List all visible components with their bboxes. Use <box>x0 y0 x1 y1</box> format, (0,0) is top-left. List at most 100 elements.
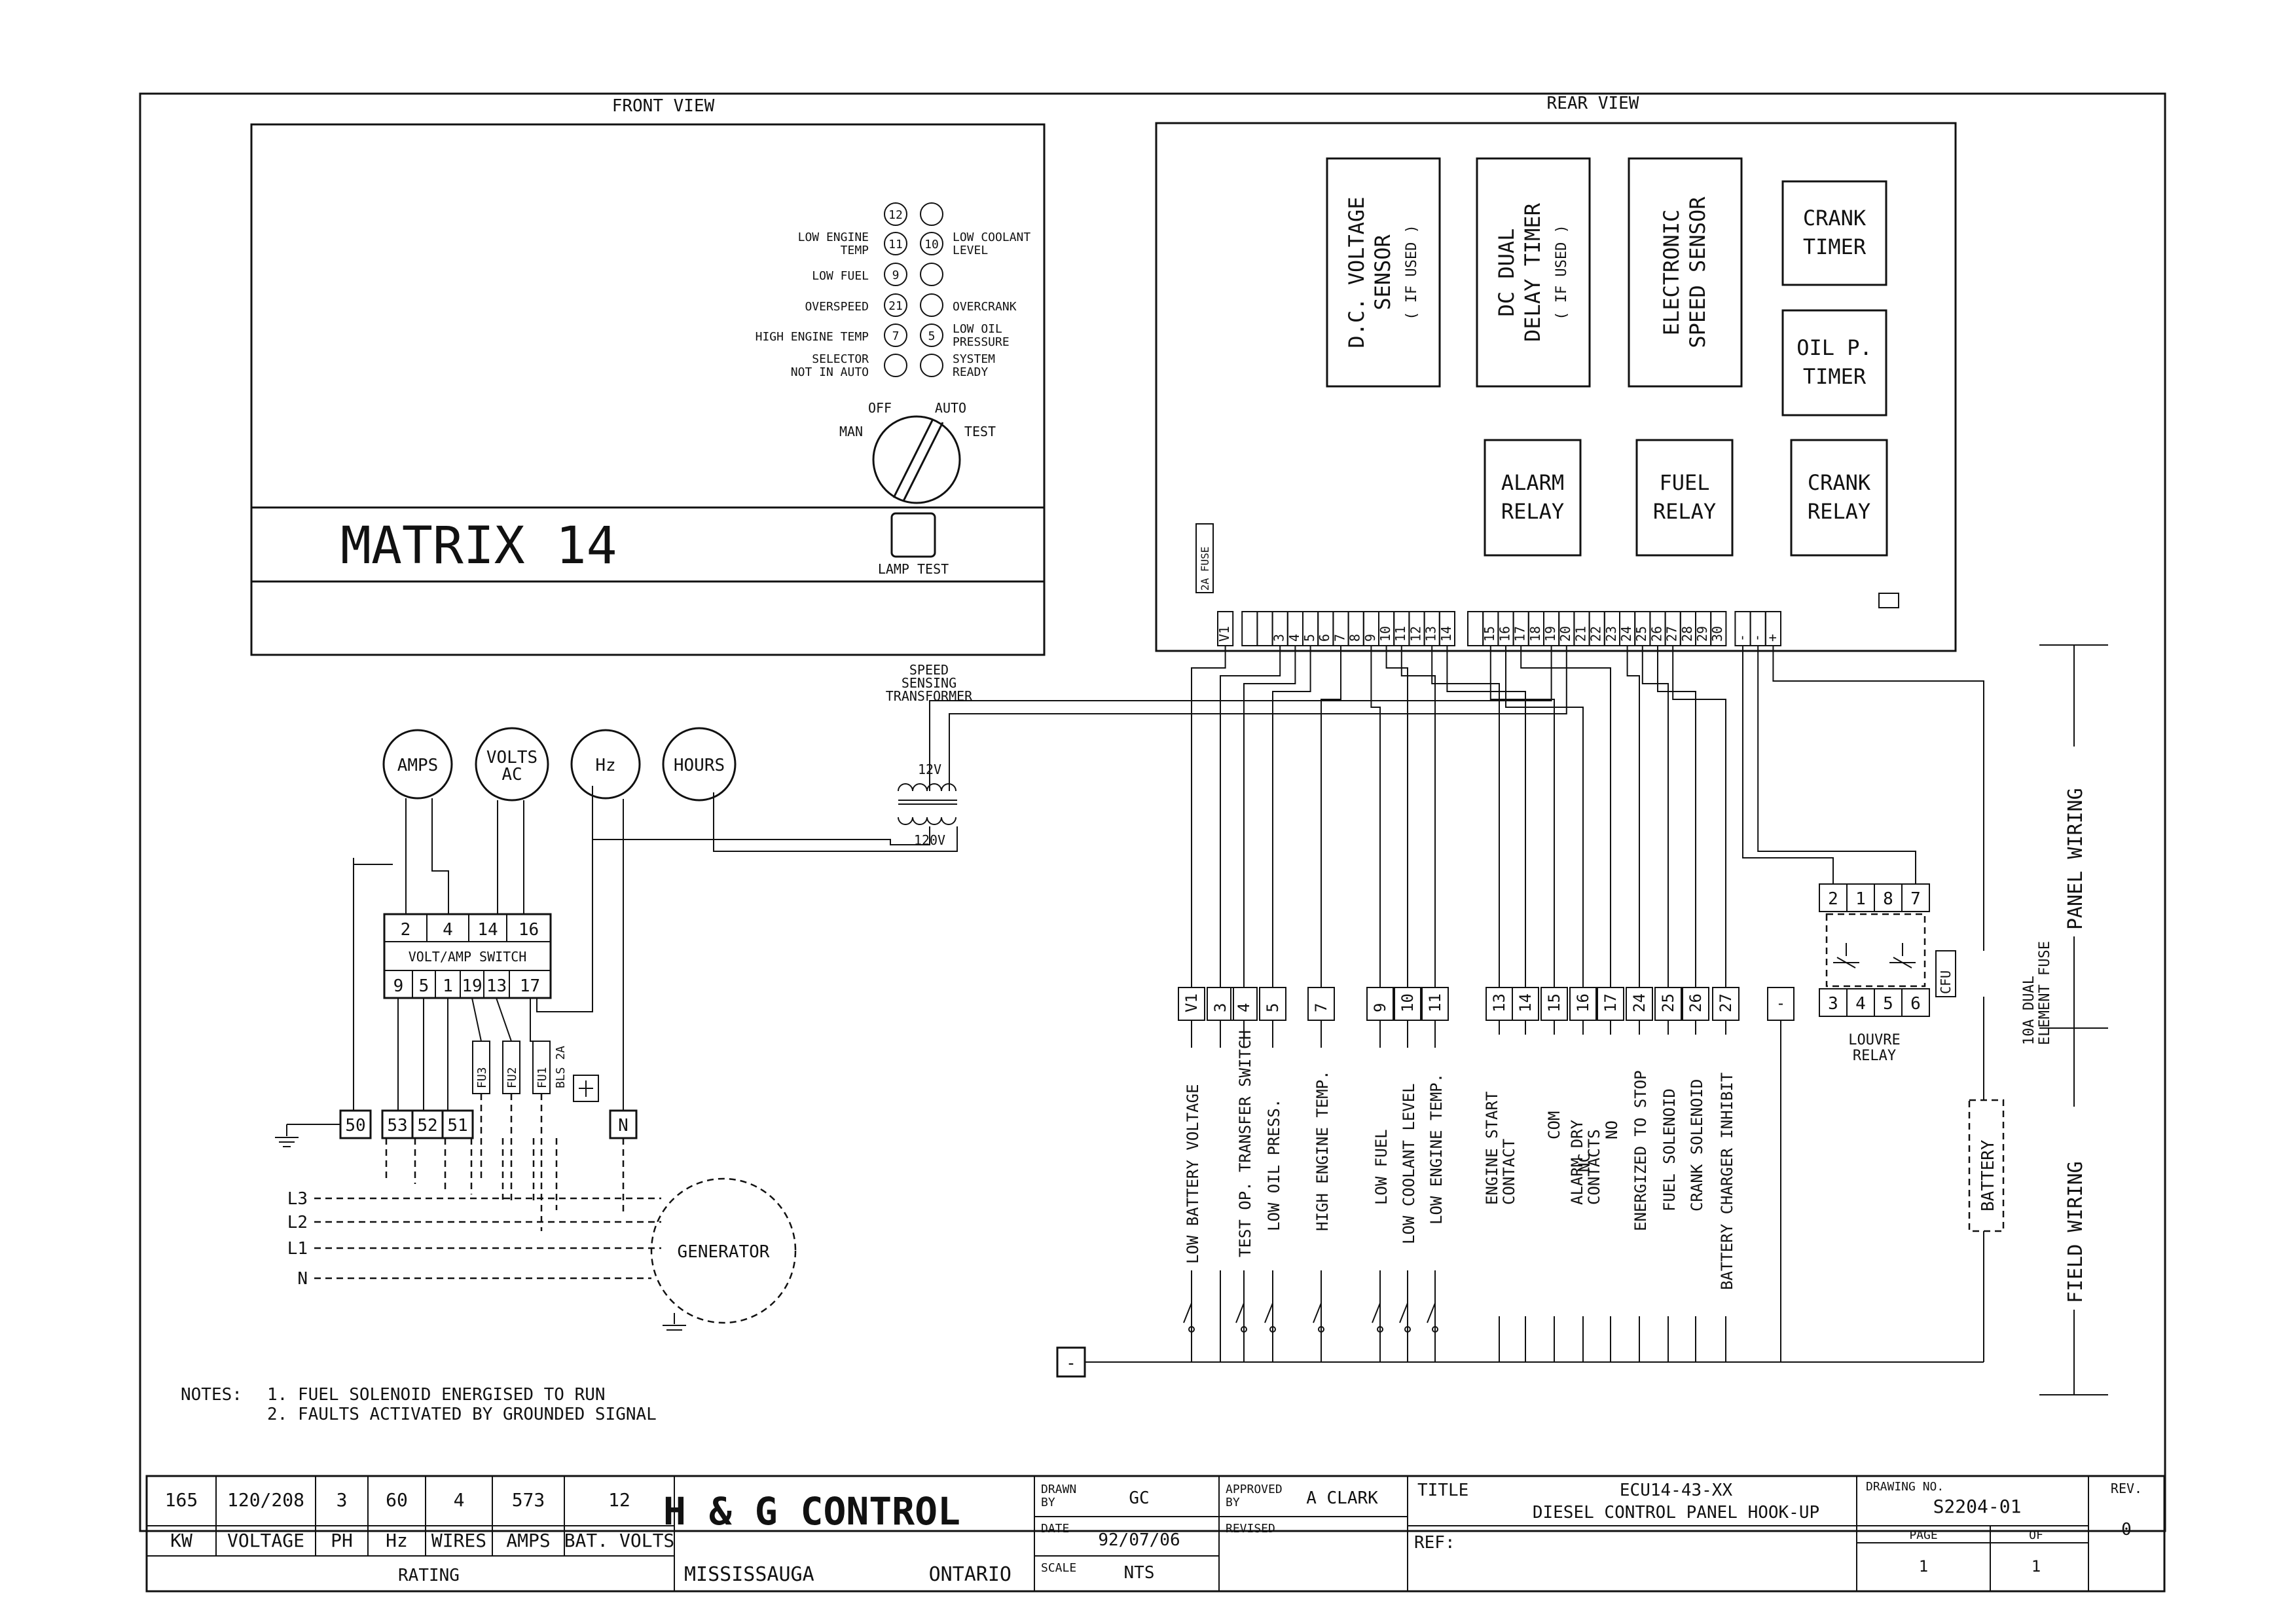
generator-terminal <box>411 1109 444 1139</box>
indicator-lamp <box>884 263 907 286</box>
phase-label: L1 <box>287 1239 308 1259</box>
terminal-number: 9 <box>1362 634 1378 642</box>
drawing-no: S2204-01 <box>1933 1496 2022 1517</box>
module-label: CRANK <box>1808 470 1871 495</box>
louvre-terminal-number: 6 <box>1910 994 1921 1014</box>
meter-label: AMPS <box>397 756 439 775</box>
indicator-label: OVERSPEED <box>805 300 869 314</box>
field-label: COM <box>1545 1111 1563 1139</box>
rating-value: 12 <box>608 1489 630 1511</box>
phase-label: L2 <box>287 1213 308 1232</box>
terminal <box>1256 611 1273 646</box>
indicator-label: READY <box>953 365 988 379</box>
mode-selector-switch[interactable] <box>872 415 961 504</box>
terminal-number: 5 <box>1302 634 1317 642</box>
wiring-zone-markers: PANEL WIRING FIELD WIRING <box>2039 644 2108 1395</box>
rating-unit: PH <box>331 1530 353 1551</box>
ground-minus-label: - <box>1066 1354 1076 1373</box>
terminal-number: 30 <box>1709 626 1725 642</box>
field-label: TEST OP. TRANSFER SWITCH <box>1236 1030 1254 1257</box>
terminal-number: 3 <box>1271 634 1287 642</box>
field-terminal-number: 14 <box>1516 993 1535 1012</box>
ground-minus-terminal <box>1056 1346 1086 1378</box>
indicator-lamp <box>884 354 907 377</box>
module-label: DC DUAL <box>1494 229 1519 317</box>
switch-terminal: 13 <box>486 976 507 996</box>
module-label: SENSOR <box>1370 234 1395 310</box>
indicator-lamp <box>920 323 943 347</box>
selector-man: MAN <box>839 424 863 439</box>
indicator-lamp <box>884 202 907 226</box>
louvre-terminal-number: 1 <box>1855 889 1866 909</box>
ref-label: REF: <box>1414 1533 1455 1553</box>
indicator-label: TEMP <box>841 244 869 257</box>
terminal-number: 12 <box>1408 626 1423 642</box>
terminal-number: 4 <box>1286 634 1302 642</box>
oil-p-timer: OIL P. TIMER <box>1781 309 1887 416</box>
field-terminal-number: 13 <box>1490 993 1508 1012</box>
module-label: TIMER <box>1803 364 1867 389</box>
lamp-test-button[interactable] <box>890 512 936 558</box>
indicator-lamp <box>920 202 943 226</box>
generator-label: GENERATOR <box>678 1242 770 1262</box>
field-terminal-number: V1 <box>1182 993 1201 1012</box>
page-number: 1 <box>1919 1557 1928 1576</box>
rev-label: REV. <box>2111 1481 2142 1496</box>
module-label: DELAY TIMER <box>1520 202 1545 342</box>
field-label: ALARM DRY <box>1568 1119 1586 1205</box>
terminal-number: 16 <box>1497 626 1512 642</box>
indicator-number: 12 <box>888 208 903 222</box>
rating-label: RATING <box>398 1566 460 1585</box>
transformer-label: SPEED <box>909 662 949 678</box>
generator: GENERATOR <box>650 1177 797 1324</box>
indicator-number: 5 <box>928 329 936 343</box>
fuse-label: FU1 <box>536 1067 549 1088</box>
terminal-number: 8 <box>1347 634 1363 642</box>
module-label: FUEL <box>1659 470 1709 495</box>
rating-unit: VOLTAGE <box>227 1530 304 1551</box>
title-block: 165KW120/208VOLTAGE3PH60Hz4WIRES573AMPS1… <box>145 1475 2166 1593</box>
wiring <box>353 646 1984 1363</box>
generator-terminal-number: 50 <box>345 1116 365 1135</box>
panel-wiring-label: PANEL WIRING <box>2064 788 2087 930</box>
field-label: CRANK SOLENOID <box>1688 1079 1706 1211</box>
field-terminal-number: 9 <box>1371 1003 1389 1012</box>
rating-value: 4 <box>454 1489 465 1511</box>
cfu-tag: CFU <box>1938 970 1954 994</box>
field-wiring-label: FIELD WIRING <box>2064 1161 2087 1303</box>
meter-label: AC <box>501 765 522 784</box>
rating-unit: AMPS <box>506 1530 550 1551</box>
switch-terminal: 14 <box>477 920 498 940</box>
indicator-number: 11 <box>888 238 903 251</box>
module-label: RELAY <box>1808 499 1870 524</box>
fuse-2a-label: 2A FUSE <box>1199 547 1211 591</box>
indicator-number: 7 <box>892 329 900 343</box>
louvre-terminal <box>1901 988 1930 1017</box>
terminal-number: 21 <box>1573 626 1588 642</box>
indicator-lamp <box>920 293 943 317</box>
field-terminal-number: 10 <box>1398 993 1417 1012</box>
note-2: 2. FAULTS ACTIVATED BY GROUNDED SIGNAL <box>267 1405 657 1424</box>
indicator-label: SYSTEM <box>953 352 995 366</box>
indicator-lamp <box>920 354 943 377</box>
terminal-number: 29 <box>1694 626 1710 642</box>
module-label: OIL P. <box>1796 335 1872 360</box>
terminal-number: 28 <box>1679 626 1695 642</box>
indicator-label: LOW OIL <box>953 322 1002 336</box>
field-terminal-number: 15 <box>1545 993 1563 1012</box>
switch-terminal: 1 <box>443 976 453 996</box>
